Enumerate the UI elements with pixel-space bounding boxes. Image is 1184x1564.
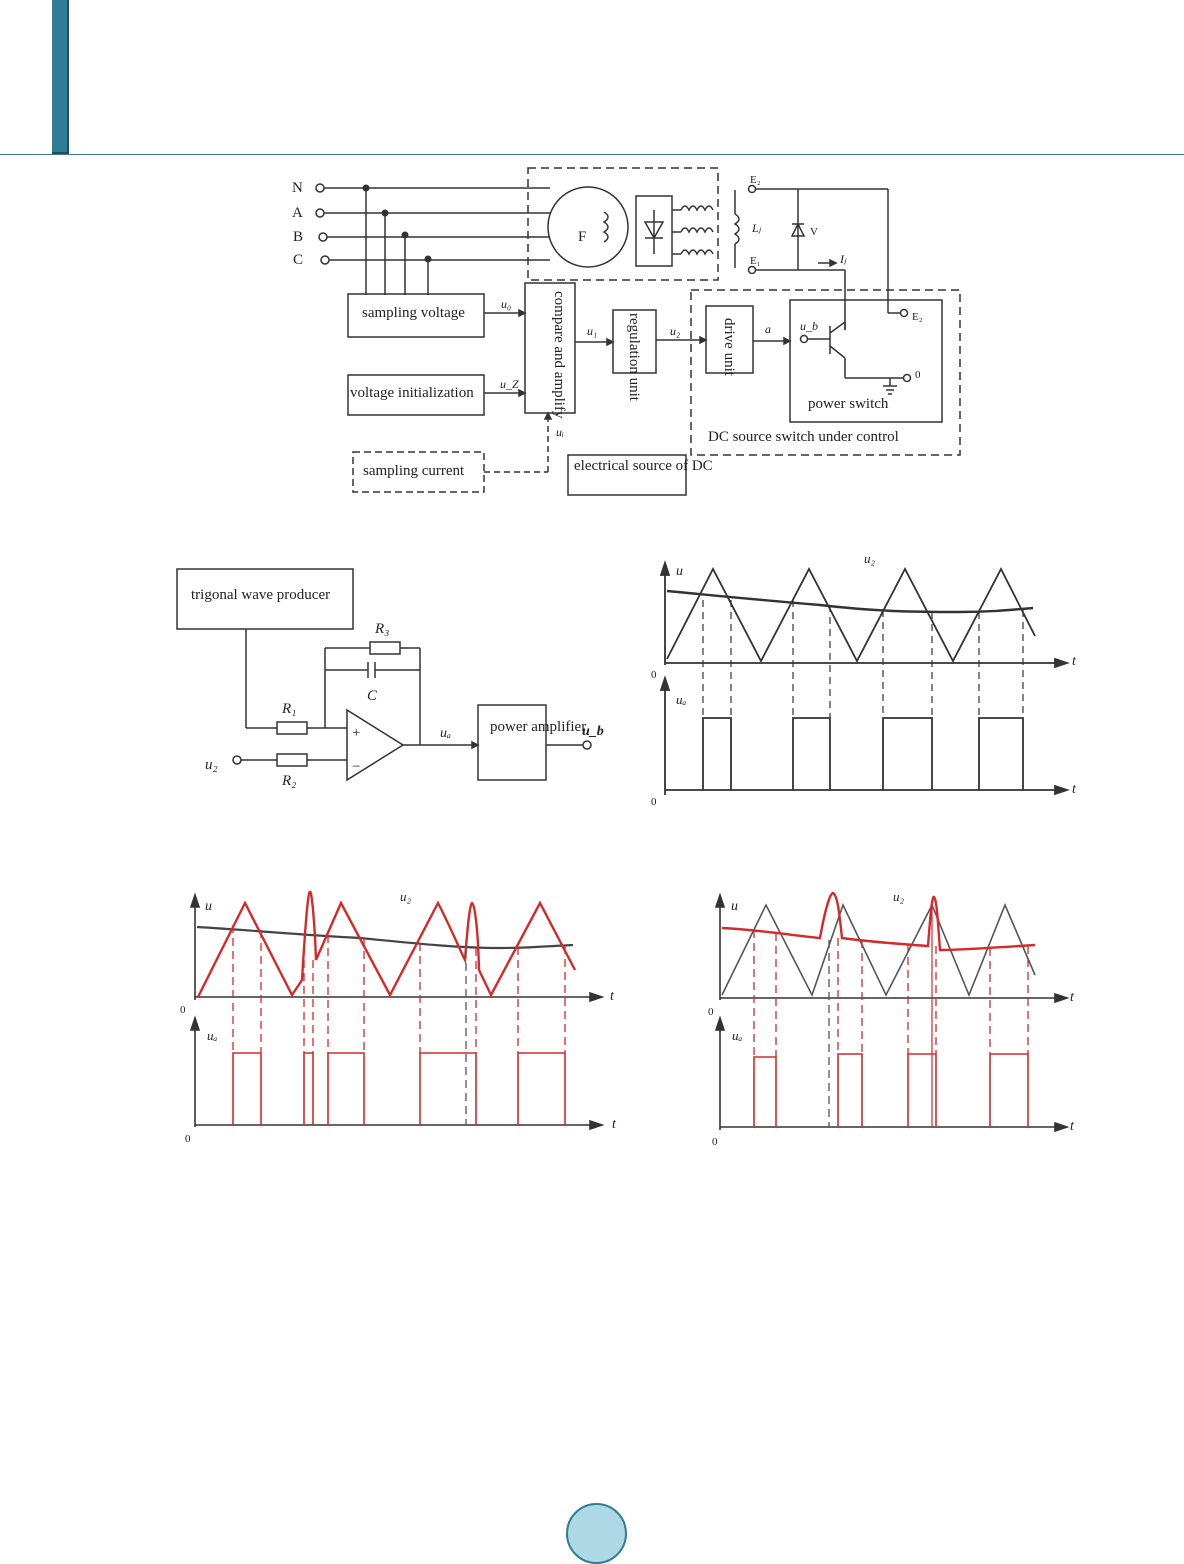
disturbed-t2-axis-label: t <box>612 1117 617 1132</box>
figure-disturbed-triangle: u u₂ t 0 uₐ t 0 <box>180 889 617 1145</box>
signal-a-label: a <box>765 322 771 336</box>
sampling-current-block: sampling current <box>363 463 465 479</box>
u2dist-origin2-label: 0 <box>712 1136 718 1148</box>
u2dist-t-axis-label: t <box>1070 990 1075 1005</box>
sampling-voltage-block: sampling voltage <box>362 305 465 321</box>
phase-a-label: A <box>292 205 303 221</box>
ideal-t-axis-label: t <box>1072 654 1077 669</box>
figure-system-diagram: N A B C F E₂ E₁ Lⱼ V Iⱼ E₂ 0 sampling vo… <box>292 167 961 496</box>
signal-u1-label: u₁ <box>587 324 597 338</box>
u2dist-origin-label: 0 <box>708 1006 714 1018</box>
voltage-initialization-block: voltage initialization <box>350 385 474 401</box>
terminal-e1-label: E₁ <box>750 255 761 267</box>
inductor-lj-label: Lⱼ <box>751 221 762 235</box>
signal-ub-label: u_b <box>800 319 818 333</box>
ideal-origin2-label: 0 <box>651 796 657 808</box>
capacitor-c-label: C <box>367 688 378 704</box>
ground-zero-label: 0 <box>915 369 921 381</box>
trigonal-wave-block: trigonal wave producer <box>191 587 330 603</box>
ideal-origin-label: 0 <box>651 669 657 681</box>
opamp-minus-label: − <box>352 759 360 775</box>
signal-u2-label: u₂ <box>670 324 680 338</box>
disturbed-ua-axis-label: uₐ <box>207 1028 218 1043</box>
header-rule <box>0 154 1184 155</box>
figure-pwm-circuit: trigonal wave producer R₃ C R₁ R₂ + − uₐ… <box>176 568 604 789</box>
ideal-t2-axis-label: t <box>1072 782 1077 797</box>
power-amplifier-block: power amplifier <box>490 719 586 735</box>
disturbed-origin2-label: 0 <box>185 1133 191 1145</box>
current-ij-label: Iⱼ <box>839 252 847 266</box>
output-ua-label: uₐ <box>440 726 451 741</box>
signal-uz-label: u_Z <box>500 377 519 391</box>
drive-unit-block: drive unit <box>721 318 737 377</box>
figure-disturbed-u2: u u₂ t 0 uₐ t 0 <box>708 889 1075 1148</box>
resistor-r2-label: R₂ <box>281 773 296 789</box>
terminal-e2-label: E₂ <box>750 174 761 186</box>
u2dist-t2-axis-label: t <box>1070 1119 1075 1134</box>
phase-n-label: N <box>292 180 303 196</box>
resistor-r3-label: R₃ <box>374 621 389 637</box>
output-ub-label: u_b <box>582 724 604 739</box>
ideal-ua-axis-label: uₐ <box>676 692 687 707</box>
phase-b-label: B <box>293 229 303 245</box>
disturbed-origin-label: 0 <box>180 1004 186 1016</box>
figure-ideal-waveforms: u u₂ t 0 uₐ t 0 <box>651 551 1077 808</box>
page-number-badge <box>566 1503 627 1564</box>
switch-e2-label: E₂ <box>912 311 923 323</box>
disturbed-u2-label: u₂ <box>400 889 412 904</box>
dc-source-block: electrical source of DC <box>574 458 713 474</box>
ideal-u-axis-label: u <box>676 564 683 579</box>
generator-label: F <box>578 229 586 245</box>
u2dist-u-axis-label: u <box>731 899 738 914</box>
dc-switch-group-label: DC source switch under control <box>708 429 899 445</box>
disturbed-t-axis-label: t <box>610 989 615 1004</box>
signal-uo-label: u₀ <box>501 297 511 311</box>
opamp-plus-label: + <box>352 725 360 741</box>
diode-v-label: V <box>810 226 818 238</box>
disturbed-u-axis-label: u <box>205 899 212 914</box>
power-switch-label: power switch <box>808 396 889 412</box>
compare-amplify-block: compare and amplify <box>551 291 567 419</box>
phase-c-label: C <box>293 252 303 268</box>
resistor-r1-label: R₁ <box>281 701 296 717</box>
ideal-u2-label: u₂ <box>864 551 876 566</box>
signal-ui-label: uᵢ <box>556 425 564 439</box>
input-u2-label: u₂ <box>205 757 218 773</box>
header-accent-bar <box>52 0 69 154</box>
regulation-unit-block: regulation unit <box>626 313 642 402</box>
u2dist-ua-axis-label: uₐ <box>732 1028 743 1043</box>
u2dist-u2-label: u₂ <box>893 889 905 904</box>
